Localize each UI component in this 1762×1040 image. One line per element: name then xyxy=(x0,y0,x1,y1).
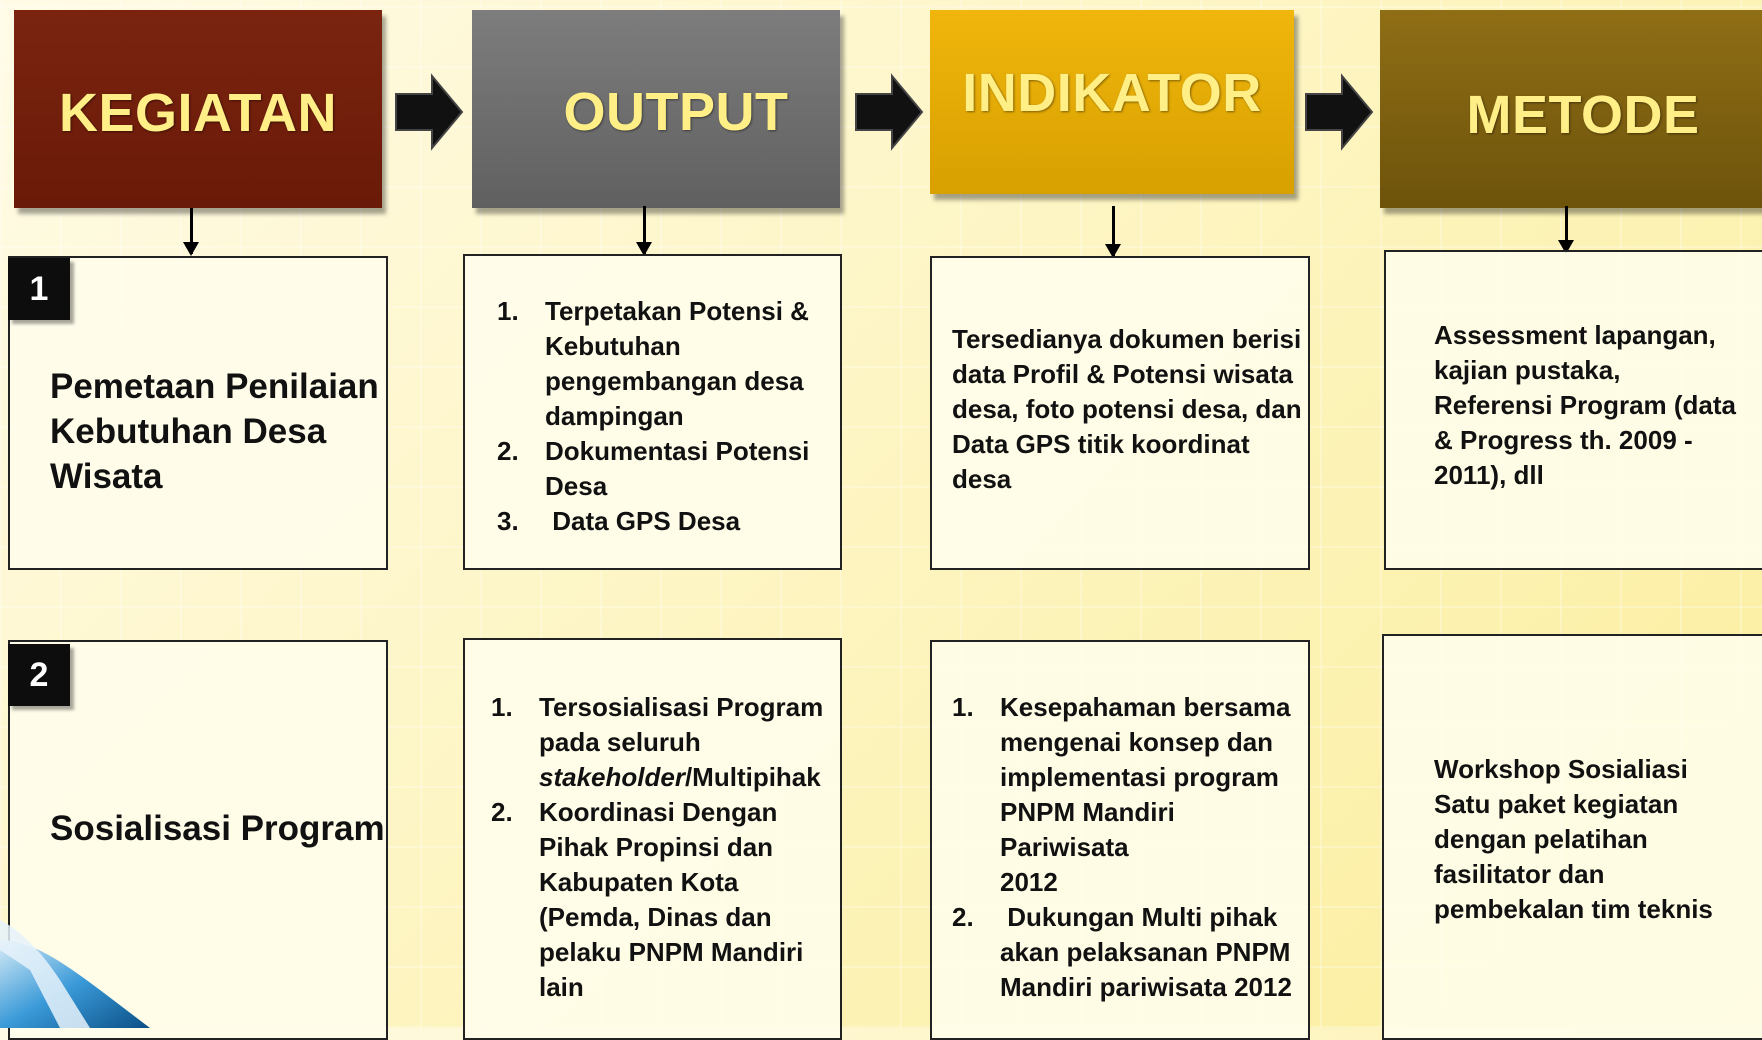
text-line: Data GPS titik koordinat desa xyxy=(952,429,1250,494)
text-line: Workshop Sosialiasi xyxy=(1434,754,1688,784)
text-line: Desa xyxy=(545,471,608,501)
row2-metode-box: Workshop Sosialiasi Satu paket kegiatan … xyxy=(1382,634,1762,1040)
arrow-down-icon xyxy=(636,206,652,256)
text-line: (Pemda, Dinas dan xyxy=(539,902,772,932)
list-number: 1. xyxy=(491,692,513,722)
text-line: fasilitator dan xyxy=(1434,859,1605,889)
row2-indikator-box: 1. Kesepahaman bersama mengenai konsep d… xyxy=(930,640,1310,1040)
text-line: & Progress th. 2009 - xyxy=(1434,425,1693,455)
list-number: 3. xyxy=(497,506,519,536)
arrow-down-icon xyxy=(183,208,199,256)
arrow-down-icon xyxy=(1105,206,1121,258)
arrow-right-icon xyxy=(1305,73,1374,151)
header-output-label: OUTPUT xyxy=(563,82,789,142)
text-line: Wisata xyxy=(50,457,163,496)
text-line: dengan pelatihan xyxy=(1434,824,1648,854)
text-line: Mandiri pariwisata 2012 xyxy=(1000,972,1292,1002)
row2-number-badge: 2 xyxy=(8,644,70,706)
header-indikator-label: INDIKATOR xyxy=(962,63,1262,123)
row1-number-badge: 1 xyxy=(8,258,70,320)
row-number: 1 xyxy=(29,269,49,308)
text-line: Kebutuhan Desa xyxy=(50,412,327,451)
row1-output-box: 1. Terpetakan Potensi & Kebutuhan pengem… xyxy=(463,254,842,570)
header-metode-label: METODE xyxy=(1466,85,1700,145)
text-line: Data GPS Desa xyxy=(545,506,741,536)
row2-output-list: 1. Tersosialisasi Program pada seluruh s… xyxy=(491,690,823,1005)
text-span: /Multipihak xyxy=(684,762,821,792)
row2-kegiatan-box: Sosialisasi Program xyxy=(8,640,388,1040)
text-line: Satu paket kegiatan xyxy=(1434,789,1679,819)
list-number: 2. xyxy=(491,797,513,827)
list-item: 2. Dokumentasi Potensi Desa xyxy=(497,434,809,504)
row2-kegiatan-text: Sosialisasi Program xyxy=(50,806,385,851)
text-line: Tersedianya dokumen berisi xyxy=(952,324,1302,354)
italic-text: stakeholder xyxy=(539,762,685,792)
text-line: Pemetaan Penilaian xyxy=(50,367,379,406)
text-line: data Profil & Potensi wisata xyxy=(952,359,1293,389)
row2-indikator-list: 1. Kesepahaman bersama mengenai konsep d… xyxy=(952,690,1308,1005)
row1-kegiatan-box: Pemetaan Penilaian Kebutuhan Desa Wisata xyxy=(8,256,388,570)
text-line: Dukungan Multi pihak xyxy=(1000,902,1278,932)
text-line: Pihak Propinsi dan xyxy=(539,832,774,862)
list-item: 2. Dukungan Multi pihak akan pelaksanan … xyxy=(952,900,1308,1005)
arrow-right-icon xyxy=(855,73,924,151)
arrow-right-icon xyxy=(395,73,464,151)
header-metode: METODE xyxy=(1380,10,1762,208)
text-line: implementasi program xyxy=(1000,762,1279,792)
text-line: pelaku PNPM Mandiri xyxy=(539,937,804,967)
header-output: OUTPUT xyxy=(472,10,840,208)
row2-metode-text: Workshop Sosialiasi Satu paket kegiatan … xyxy=(1434,752,1713,927)
row1-metode-box: Assessment lapangan, kajian pustaka, Ref… xyxy=(1384,250,1762,570)
list-item: 1. Kesepahaman bersama mengenai konsep d… xyxy=(952,690,1308,900)
text-line: PNPM Mandiri Pariwisata xyxy=(1000,797,1175,862)
text-line: Kebutuhan xyxy=(545,331,681,361)
text-line: pembekalan tim teknis xyxy=(1434,894,1713,924)
text-line: Terpetakan Potensi & xyxy=(545,296,809,326)
text-line: Tersosialisasi Program xyxy=(539,692,824,722)
row-number: 2 xyxy=(29,655,49,694)
text-line: pengembangan desa xyxy=(545,366,804,396)
arrow-down-icon xyxy=(1558,206,1574,254)
text-line: Assessment lapangan, xyxy=(1434,320,1716,350)
text-line: lain xyxy=(539,972,584,1002)
text-line: desa, foto potensi desa, dan xyxy=(952,394,1302,424)
list-item: 2. Koordinasi Dengan Pihak Propinsi dan … xyxy=(491,795,823,1005)
text-line: Kesepahaman bersama xyxy=(1000,692,1291,722)
text-line: mengenai konsep dan xyxy=(1000,727,1274,757)
text-line: Sosialisasi Program xyxy=(50,809,385,848)
text-line: Koordinasi Dengan xyxy=(539,797,778,827)
list-item: 1. Terpetakan Potensi & Kebutuhan pengem… xyxy=(497,294,809,434)
text-line: kajian pustaka, xyxy=(1434,355,1621,385)
list-number: 2. xyxy=(952,902,974,932)
text-line: 2011), dll xyxy=(1434,460,1544,490)
row1-indikator-box: Tersedianya dokumen berisi data Profil &… xyxy=(930,256,1310,570)
text-line: stakeholder/Multipihak xyxy=(539,760,823,795)
list-number: 1. xyxy=(497,296,519,326)
header-kegiatan: KEGIATAN xyxy=(14,10,382,208)
row1-output-list: 1. Terpetakan Potensi & Kebutuhan pengem… xyxy=(497,294,809,539)
row2-output-box: 1. Tersosialisasi Program pada seluruh s… xyxy=(463,638,842,1040)
text-line: pada seluruh xyxy=(539,727,701,757)
header-indikator: INDIKATOR xyxy=(930,10,1294,194)
text-line: 2012 xyxy=(1000,867,1058,897)
text-line: Referensi Program (data xyxy=(1434,390,1736,420)
text-line: Kabupaten Kota xyxy=(539,867,739,897)
row1-metode-text: Assessment lapangan, kajian pustaka, Ref… xyxy=(1434,318,1736,493)
list-item: 1. Tersosialisasi Program pada seluruh s… xyxy=(491,690,823,795)
row1-kegiatan-text: Pemetaan Penilaian Kebutuhan Desa Wisata xyxy=(50,364,379,499)
text-line: akan pelaksanan PNPM xyxy=(1000,937,1291,967)
text-line: Dokumentasi Potensi xyxy=(545,436,810,466)
text-line: dampingan xyxy=(545,401,684,431)
row1-indikator-text: Tersedianya dokumen berisi data Profil &… xyxy=(952,322,1308,497)
corner-decoration-icon xyxy=(0,920,150,1028)
list-item: 3. Data GPS Desa xyxy=(497,504,809,539)
header-kegiatan-label: KEGIATAN xyxy=(59,83,337,143)
list-number: 1. xyxy=(952,692,974,722)
list-number: 2. xyxy=(497,436,519,466)
